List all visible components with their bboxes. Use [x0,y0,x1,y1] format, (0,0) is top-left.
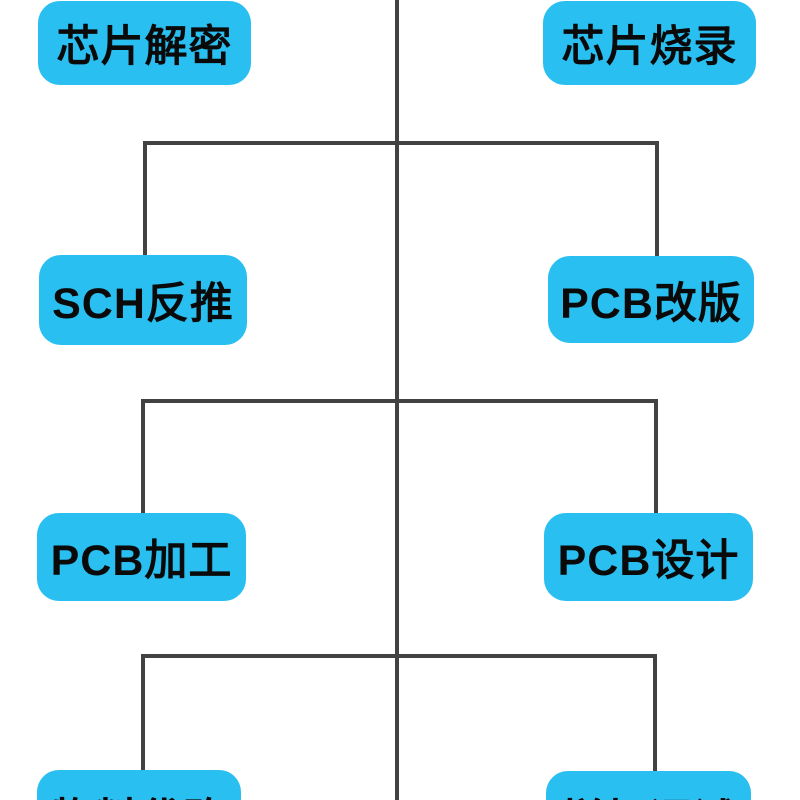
node-prototype-debugging: 样机调试 [546,771,751,800]
connector-branch-3-left-drop [141,654,145,770]
node-pcb-revision: PCB改版 [548,256,754,343]
node-pcb-fabrication: PCB加工 [37,513,246,601]
connector-branch-1-horizontal [143,141,659,145]
node-pcb-design: PCB设计 [544,513,753,601]
connector-branch-3-right-drop [653,654,657,771]
connector-branch-3-horizontal [141,654,657,658]
connector-branch-2-left-drop [141,399,145,513]
node-chip-programming: 芯片烧录 [543,1,756,85]
node-material-purchasing-label: 物料代购 [51,785,227,800]
connector-branch-2-right-drop [654,399,658,513]
connector-branch-1-right-drop [655,141,659,256]
node-chip-decryption-label: 芯片解密 [56,23,233,71]
node-sch-reverse: SCH反推 [39,255,247,345]
node-material-purchasing: 物料代购 [37,770,241,800]
connector-branch-2-horizontal [141,399,658,403]
node-chip-programming-label: 芯片烧录 [561,23,738,71]
node-pcb-fabrication-label: PCB加工 [50,537,233,585]
node-chip-decryption: 芯片解密 [38,1,251,85]
node-sch-reverse-label: SCH反推 [52,280,234,328]
node-pcb-revision-label: PCB改版 [560,279,742,328]
connector-branch-1-left-drop [143,141,147,255]
node-pcb-design-label: PCB设计 [557,537,740,585]
node-prototype-debugging-label: 样机调试 [561,786,737,800]
